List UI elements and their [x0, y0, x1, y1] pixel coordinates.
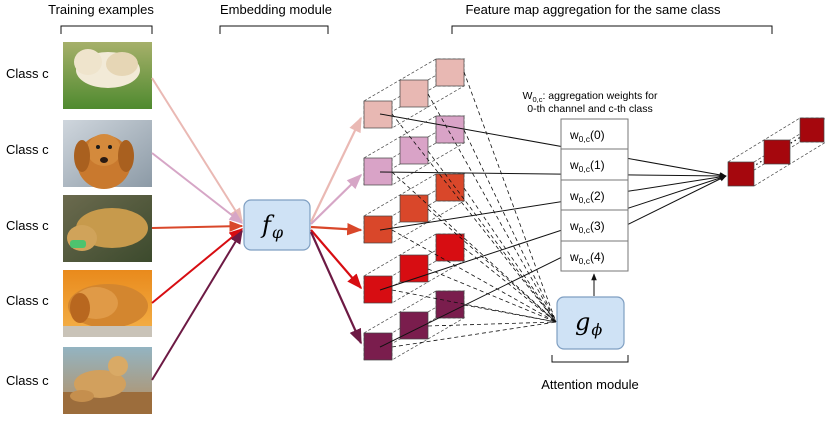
example-image-2 — [63, 120, 152, 189]
weights-caption-line2: 0-th channel and c-th class — [527, 103, 653, 115]
arrow-f-to-map4 — [310, 229, 363, 290]
weight-cell-4: w0,c(4) — [569, 250, 605, 266]
arrow-image5-to-f — [151, 229, 243, 381]
arrow-f-to-map3 — [310, 223, 363, 236]
class-label-1: Class c — [6, 66, 49, 81]
header-aggregation-bracket — [451, 25, 773, 34]
arrow-f-to-map2 — [310, 173, 363, 225]
header-embedding: Embedding module — [220, 2, 332, 17]
arrow-image4-to-f — [151, 228, 244, 304]
feature-map-stack-5 — [363, 290, 466, 361]
header-training-bracket — [60, 25, 153, 34]
feature-map-stack-4 — [363, 233, 466, 304]
arrow-image3-to-f — [151, 220, 244, 232]
feature-map-stack-3 — [363, 173, 466, 244]
weight-cell-3: w0,c(3) — [569, 219, 605, 235]
aggregated-feature-map — [727, 117, 825, 187]
weights-table: w0,c(0) w0,c(1) w0,c(2) w0,c(3) w0,c(4) — [560, 118, 629, 272]
weights-caption-line1: W0,c: aggregation weights for — [523, 90, 658, 104]
example-image-5 — [63, 347, 152, 414]
attention-module — [556, 296, 625, 350]
feature-maps — [363, 58, 466, 361]
arrow-image2-to-f — [151, 152, 244, 224]
arrow-image1-to-f — [151, 77, 243, 223]
header-embedding-bracket — [219, 25, 329, 34]
example-image-4 — [63, 270, 152, 337]
header-aggregation: Feature map aggregation for the same cla… — [465, 2, 721, 17]
embedding-module — [243, 199, 311, 251]
class-label-4: Class c — [6, 293, 49, 308]
attention-bracket — [551, 355, 629, 363]
example-image-3 — [63, 195, 152, 262]
aggregation-lines — [379, 113, 727, 348]
header-training: Training examples — [48, 2, 154, 17]
class-label-5: Class c — [6, 373, 49, 388]
class-label-2: Class c — [6, 142, 49, 157]
feature-map-stack-1 — [363, 58, 466, 129]
example-image-1 — [63, 42, 152, 109]
attention-input-lines — [391, 71, 557, 348]
class-label-3: Class c — [6, 218, 49, 233]
weight-cell-1: w0,c(1) — [569, 158, 605, 174]
weight-cell-0: w0,c(0) — [569, 128, 605, 144]
attention-function-label: gϕ — [575, 308, 602, 339]
weight-cell-2: w0,c(2) — [569, 189, 605, 205]
arrow-f-to-map1 — [310, 116, 362, 223]
attention-label: Attention module — [541, 377, 639, 392]
arrow-f-to-map5 — [309, 231, 363, 345]
